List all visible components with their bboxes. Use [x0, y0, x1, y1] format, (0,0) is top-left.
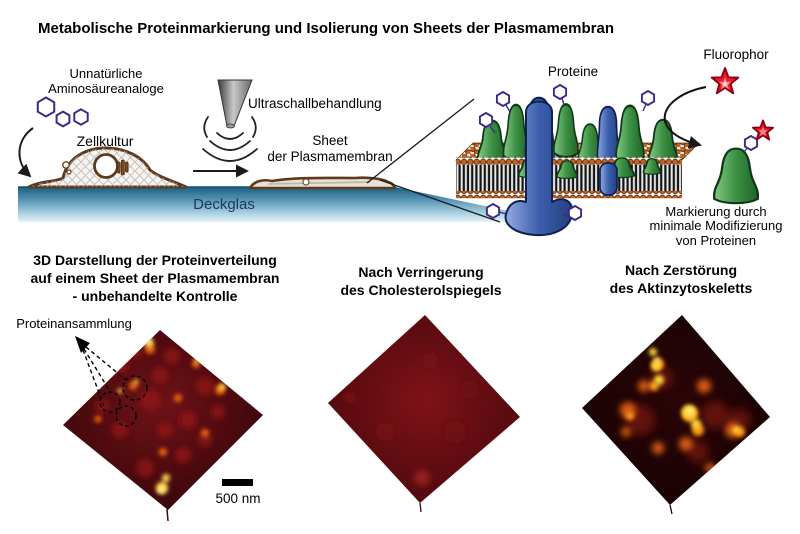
figure-title: Metabolische Proteinmarkierung und Isoli… [38, 20, 614, 37]
fluorophore-star [710, 67, 740, 95]
arrow-analogs-to-cell [17, 127, 34, 178]
cell-vesicle [62, 161, 70, 169]
amino-analogs-line1: Unnatürliche [69, 66, 143, 81]
amino-analogs-line2: Aminosäureanaloge [48, 80, 164, 96]
membrane-proteins-front [504, 100, 662, 237]
afm-control-title-line3: - unbehandelte Kontrolle [72, 288, 238, 304]
membrane-illustration [455, 84, 700, 237]
afm-control-title-line2: auf einem Sheet der Plasmamembran [30, 270, 280, 286]
labeled-protein [712, 119, 774, 205]
sheet-label: Sheet der Plasmamembran [267, 133, 392, 164]
fluorophore-label: Fluorophor [703, 47, 769, 62]
afm-cholesterol-title: Nach Verringerung des Cholesterolspiegel… [340, 263, 501, 299]
annotation-arrowhead [75, 336, 90, 353]
membrane-hexagon-tags-below [485, 203, 583, 221]
zoom-lines [366, 98, 501, 223]
cell-illustration [27, 146, 188, 189]
membrane-hexagon-tags [478, 84, 656, 134]
afm-image-actin [582, 315, 770, 515]
labeling-caption: Markierung durch minimale Modifizierung … [649, 204, 783, 248]
labeling-arrow [663, 86, 707, 149]
membrane-sheet [248, 176, 397, 190]
labeling-caption-line3: von Proteinen [675, 232, 757, 248]
cell-culture-label: Zellkultur [76, 133, 134, 149]
amino-acid-hexagons [36, 96, 89, 128]
afm-actin-title-line2: des Aktinzytoskeletts [609, 280, 753, 296]
cell-nucleus [93, 153, 119, 179]
proteins-label: Proteine [547, 64, 599, 79]
scale-bar [222, 479, 253, 486]
labeling-caption-line2: minimale Modifizierung [649, 218, 783, 234]
ultrasound-waves [202, 116, 258, 162]
sonication-label: Ultraschallbehandlung [248, 96, 382, 111]
afm-cholesterol-title-line2: des Cholesterolspiegels [340, 282, 502, 298]
cell-vesicle [66, 169, 72, 175]
cell-organelle [117, 159, 129, 176]
ultrasound-probe [217, 79, 253, 129]
protein-cluster-annotation: Proteinansammlung [16, 316, 132, 331]
afm-actin-title: Nach Zerstörung des Aktinzytoskeletts [610, 261, 753, 297]
afm-control-title: 3D Darstellung der Proteinverteilung auf… [31, 251, 280, 305]
attached-fluorophore-star [752, 119, 774, 141]
large-blue-protein [504, 100, 574, 237]
transmembrane-blue-rod [599, 162, 618, 196]
afm-control-title-line1: 3D Darstellung der Proteinverteilung [33, 252, 277, 268]
labeling-caption-line1: Markierung durch [665, 204, 767, 219]
sheet-label-line2: der Plasmamembran [267, 148, 393, 164]
afm-actin-title-line1: Nach Zerstörung [624, 262, 738, 278]
afm-image-cholesterol [328, 315, 520, 513]
annotation-arrows [82, 346, 127, 407]
scale-bar-label: 500 nm [215, 491, 261, 506]
amino-analogs-label: Unnatürliche Aminosäureanaloge [48, 66, 164, 96]
coverslip-label: Deckglas [193, 196, 255, 213]
afm-cholesterol-title-line1: Nach Verringerung [358, 264, 484, 280]
sheet-label-line1: Sheet [312, 133, 348, 148]
